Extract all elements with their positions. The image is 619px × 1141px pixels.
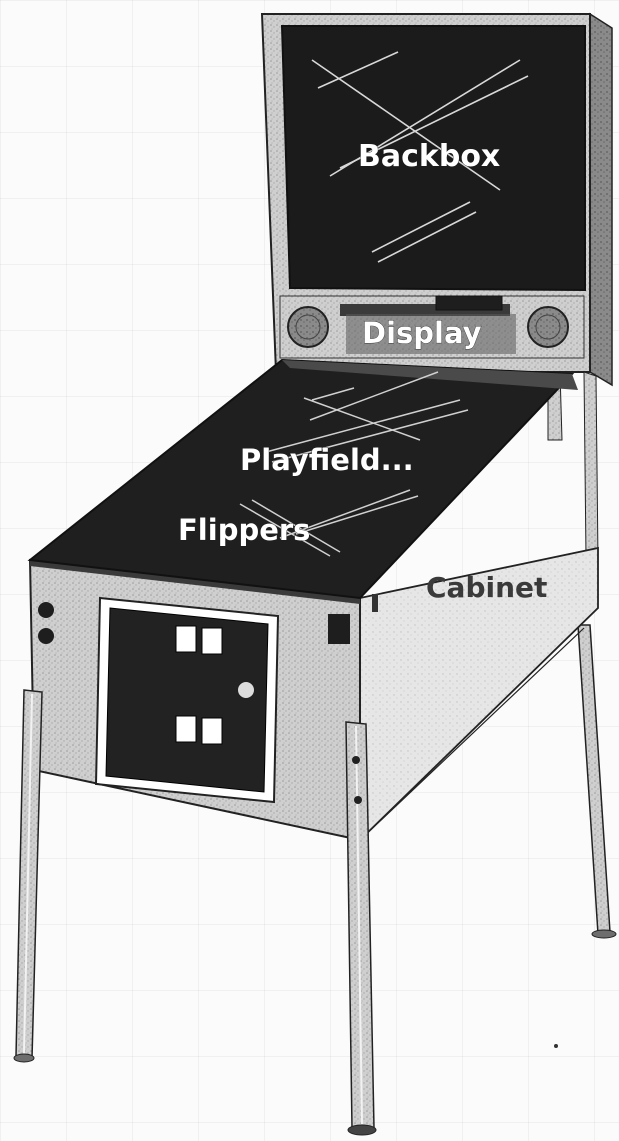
flipper-button-left-upper[interactable] <box>38 602 54 618</box>
backbox-support-right <box>584 372 598 560</box>
playfield-glass <box>30 360 572 598</box>
label-display: Display <box>362 316 482 350</box>
leg-back-right <box>578 625 616 938</box>
label-flippers: Flippers <box>178 513 310 547</box>
door-lock-icon[interactable] <box>237 681 255 699</box>
backbox: Backbox Display <box>262 14 612 385</box>
leg-front-left <box>14 690 42 1062</box>
backbox-side <box>590 14 612 385</box>
label-backbox: Backbox <box>358 139 500 174</box>
coin-slot-top-left[interactable] <box>176 626 196 652</box>
start-button[interactable] <box>328 614 350 644</box>
print-speck <box>554 1044 558 1048</box>
playfield: Playfield... Flippers <box>30 360 578 598</box>
coin-slot-top-right[interactable] <box>202 628 222 654</box>
label-cabinet: Cabinet <box>426 571 547 604</box>
coin-slot-bottom-right[interactable] <box>202 718 222 744</box>
speaker-right-icon <box>528 307 568 347</box>
flipper-button-left-lower[interactable] <box>38 628 54 644</box>
label-playfield: Playfield... <box>240 443 414 477</box>
coin-slot-bottom-left[interactable] <box>176 716 196 742</box>
speaker-left-icon <box>288 307 328 347</box>
